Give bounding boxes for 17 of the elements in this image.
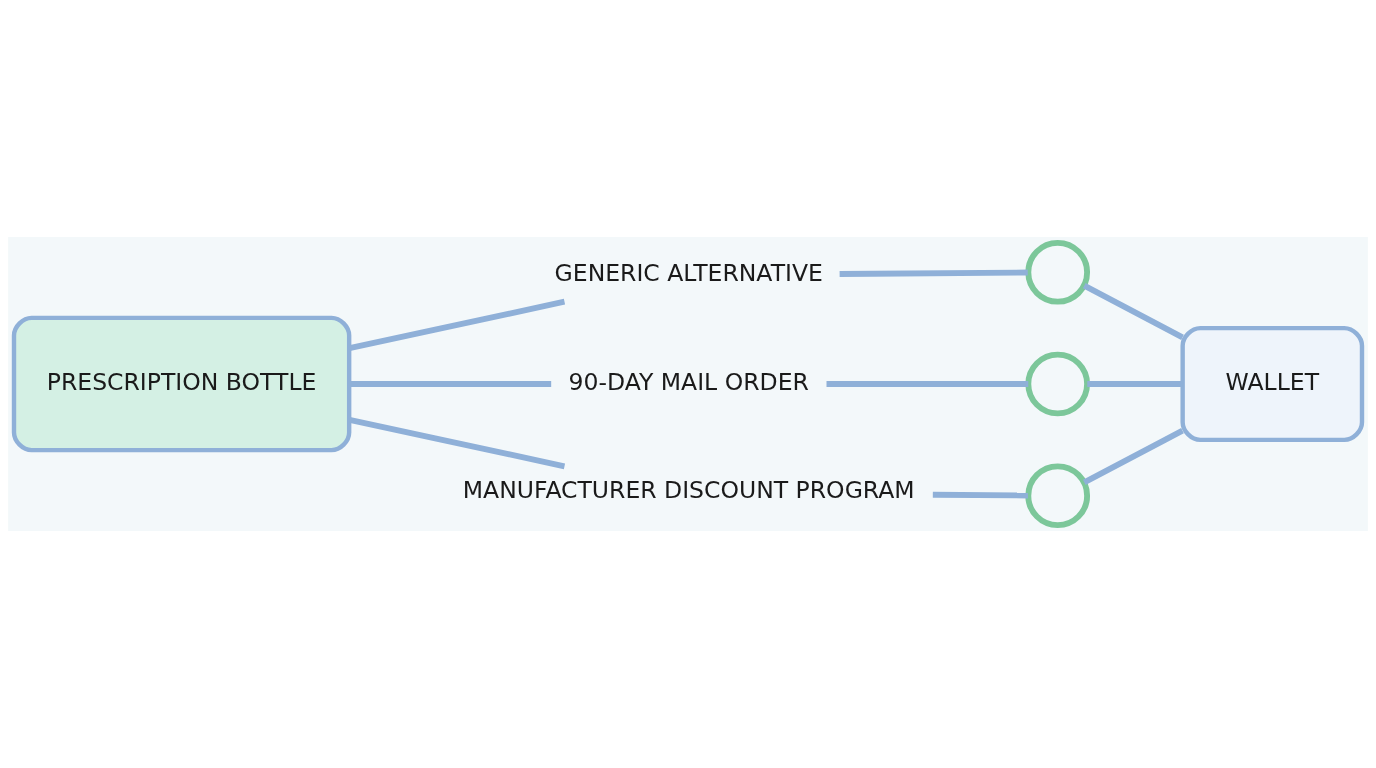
node-circle <box>1025 463 1091 529</box>
node-circle <box>1025 351 1091 417</box>
connector <box>1082 282 1184 340</box>
connector <box>932 491 1028 499</box>
node-box: PRESCRIPTION BOTTLE <box>11 315 352 453</box>
node-text: 90-DAY MAIL ORDER <box>568 367 809 396</box>
connector <box>839 269 1028 277</box>
node-text: MANUFACTURER DISCOUNT PROGRAM <box>462 476 915 505</box>
connector <box>826 381 1029 387</box>
node-text: GENERIC ALTERNATIVE <box>554 258 823 287</box>
connector <box>348 417 566 470</box>
connector <box>349 381 552 387</box>
connector <box>1087 381 1183 387</box>
node-circle <box>1025 239 1091 305</box>
node-box: WALLET <box>1180 325 1365 443</box>
connector <box>1082 428 1184 486</box>
connector <box>348 298 566 351</box>
